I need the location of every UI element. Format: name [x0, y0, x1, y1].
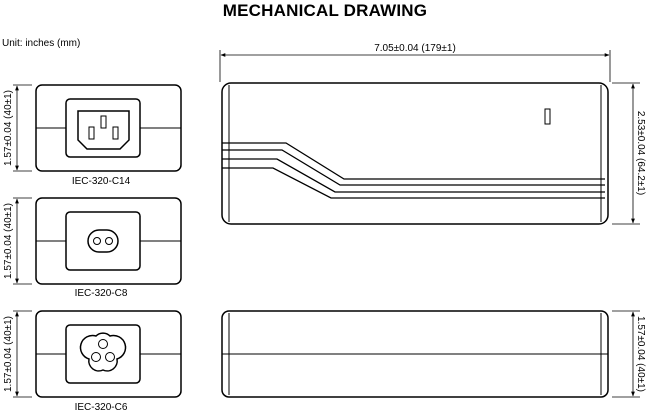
pin-left: [88, 126, 95, 140]
width-dim-text: 2.53±0.04 (64.2±1): [635, 111, 646, 195]
connector-label: IEC-320-C6: [75, 402, 128, 413]
height-dimension: [13, 310, 32, 398]
height-dimension: [612, 310, 640, 398]
c8-socket: [87, 229, 119, 253]
front-view-c6: 1.57±0.04 (40±1) IEC-320-C6: [3, 310, 182, 413]
pin-center: [100, 115, 107, 129]
unit-note: Unit: inches (mm): [2, 38, 81, 49]
length-dim-text: 7.05±0.04 (179±1): [374, 43, 456, 54]
led-indicator: [544, 108, 551, 125]
drawing-title: MECHANICAL DRAWING: [222, 1, 428, 20]
height-dim-text: 1.57±0.04 (40±1): [3, 90, 14, 166]
pin-right: [105, 352, 115, 362]
front-view-c8: 1.57±0.04 (40±1) IEC-320-C8: [3, 197, 182, 299]
side-height-dim-text: 1.57±0.04 (40±1): [635, 316, 646, 392]
pin-left: [91, 352, 101, 362]
width-dimension: [612, 82, 640, 225]
connector-label: IEC-320-C14: [72, 176, 131, 187]
height-dimension: [13, 197, 32, 285]
connector-label: IEC-320-C8: [75, 288, 128, 299]
top-view: 7.05±0.04 (179±1) 2.53±0.04 (64.2±1): [219, 43, 646, 225]
pin-left: [93, 237, 101, 245]
decorative-grooves: [222, 142, 605, 199]
adapter-body-top: [221, 82, 609, 225]
height-dimension: [13, 84, 32, 172]
side-view: 1.57±0.04 (40±1): [221, 310, 646, 398]
height-dim-text: 1.57±0.04 (40±1): [3, 316, 14, 392]
pin-top: [98, 339, 108, 349]
length-dimension: [219, 50, 611, 82]
pin-right: [105, 237, 113, 245]
pin-right: [112, 126, 119, 140]
front-view-c14: 1.57±0.04 (40±1) IEC-320-C14: [3, 84, 182, 187]
height-dim-text: 1.57±0.04 (40±1): [3, 203, 14, 279]
c6-socket: [79, 332, 127, 372]
